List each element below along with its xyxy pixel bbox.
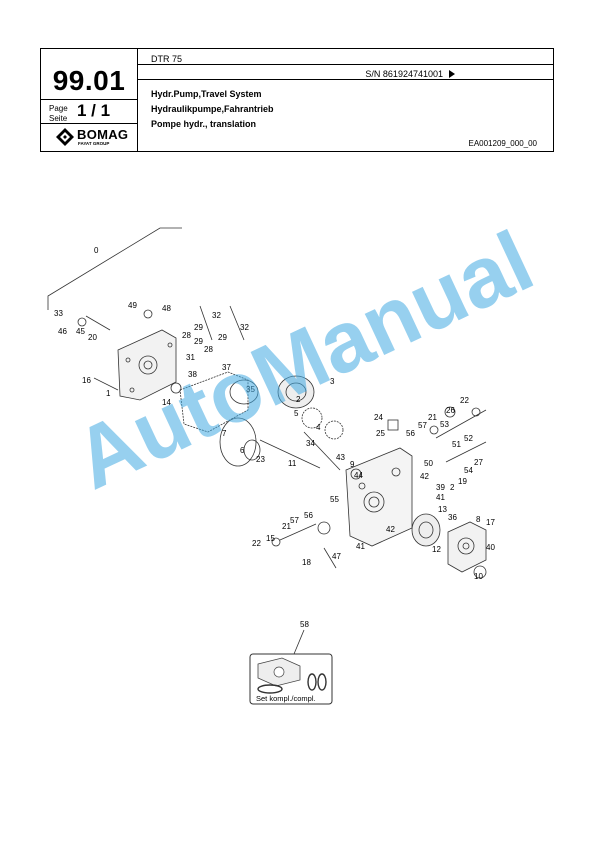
callout: 41 — [436, 493, 445, 502]
bomag-diamond-icon — [56, 128, 74, 146]
callout: 24 — [374, 413, 383, 422]
callout: 56 — [406, 429, 415, 438]
callout: 56 — [304, 511, 313, 520]
callout: 8 — [476, 515, 481, 524]
callout: 29 — [218, 333, 227, 342]
callout: 47 — [332, 552, 341, 561]
callout: 32 — [212, 311, 221, 320]
callout: 9 — [350, 460, 355, 469]
callout: 58 — [300, 620, 309, 629]
callout: 15 — [266, 534, 275, 543]
page-value: 1 / 1 — [77, 101, 111, 120]
callout: 17 — [486, 518, 495, 527]
callout: 40 — [486, 543, 495, 552]
callout: 50 — [424, 459, 433, 468]
callout: 20 — [88, 333, 97, 342]
callout: 3 — [330, 377, 335, 386]
callout: 14 — [162, 398, 171, 407]
seal-kit: Set kompl./compl. — [249, 629, 333, 705]
left-column: 99.01 Page Seite 1 / 1 BOMAG FAYAT GROUP — [41, 49, 138, 151]
callout: 12 — [432, 545, 441, 554]
callout: 7 — [222, 429, 227, 438]
callout: 13 — [438, 505, 447, 514]
callout: 28 — [182, 331, 191, 340]
callout: 4 — [316, 423, 321, 432]
callout: 16 — [82, 376, 91, 385]
callout: 53 — [440, 420, 449, 429]
header-block: 99.01 Page Seite 1 / 1 BOMAG FAYAT GROUP… — [40, 48, 554, 152]
callout: 44 — [354, 471, 363, 480]
callout: 28 — [204, 345, 213, 354]
callout: 35 — [246, 385, 255, 394]
callout: 33 — [54, 309, 63, 318]
callout: 2 — [296, 395, 301, 404]
callout: 23 — [256, 455, 265, 464]
callout: 42 — [420, 472, 429, 481]
callout: 57 — [418, 421, 427, 430]
callout: 21 — [428, 413, 437, 422]
page-label: Page Seite — [49, 104, 68, 123]
callout: 46 — [58, 327, 67, 336]
callout: 25 — [376, 429, 385, 438]
callout: 48 — [162, 304, 171, 313]
callout: 57 — [290, 516, 299, 525]
callout: 11 — [288, 459, 297, 468]
callout: 26 — [446, 406, 455, 415]
title-german: Hydraulikpumpe,Fahrantrieb — [151, 104, 274, 114]
callout: 31 — [186, 353, 195, 362]
kit-label: Set kompl./compl. — [256, 694, 316, 703]
callout: 27 — [474, 458, 483, 467]
bomag-logo: BOMAG FAYAT GROUP — [55, 127, 135, 149]
callout: 36 — [448, 513, 457, 522]
callout: 42 — [386, 525, 395, 534]
callout: 22 — [252, 539, 261, 548]
callout: 49 — [128, 301, 137, 310]
page-number: 99.01 — [52, 65, 126, 96]
callout: 39 — [436, 483, 445, 492]
callout: 52 — [464, 434, 473, 443]
next-arrow-icon[interactable] — [449, 70, 455, 78]
title-english: Hydr.Pump,Travel System — [151, 89, 262, 99]
callout: 38 — [188, 370, 197, 379]
callout: 6 — [240, 446, 245, 455]
callout: 18 — [302, 558, 311, 567]
callout: 10 — [474, 572, 483, 581]
callout: 1 — [106, 389, 111, 398]
callout: 22 — [460, 396, 469, 405]
callout: 43 — [336, 453, 345, 462]
callout: 51 — [452, 440, 461, 449]
callout: 29 — [194, 323, 203, 332]
title-french: Pompe hydr., translation — [151, 119, 257, 129]
callout: 0 — [94, 246, 99, 255]
callout: 45 — [76, 327, 85, 336]
callout: 41 — [356, 542, 365, 551]
callout: 32 — [240, 323, 249, 332]
callout: 21 — [282, 522, 291, 531]
callout: 34 — [306, 439, 315, 448]
serial-number: S/N 861924741001 — [365, 69, 443, 79]
callout: 37 — [222, 363, 231, 372]
callout: 54 — [464, 466, 473, 475]
callout: 29 — [194, 337, 203, 346]
callout: 55 — [330, 495, 339, 504]
callout: 5 — [294, 409, 299, 418]
model-name: DTR 75 — [151, 54, 183, 64]
callout: 2 — [450, 483, 455, 492]
callout: 19 — [458, 477, 467, 486]
drawing-reference: EA001209_000_00 — [468, 139, 537, 148]
